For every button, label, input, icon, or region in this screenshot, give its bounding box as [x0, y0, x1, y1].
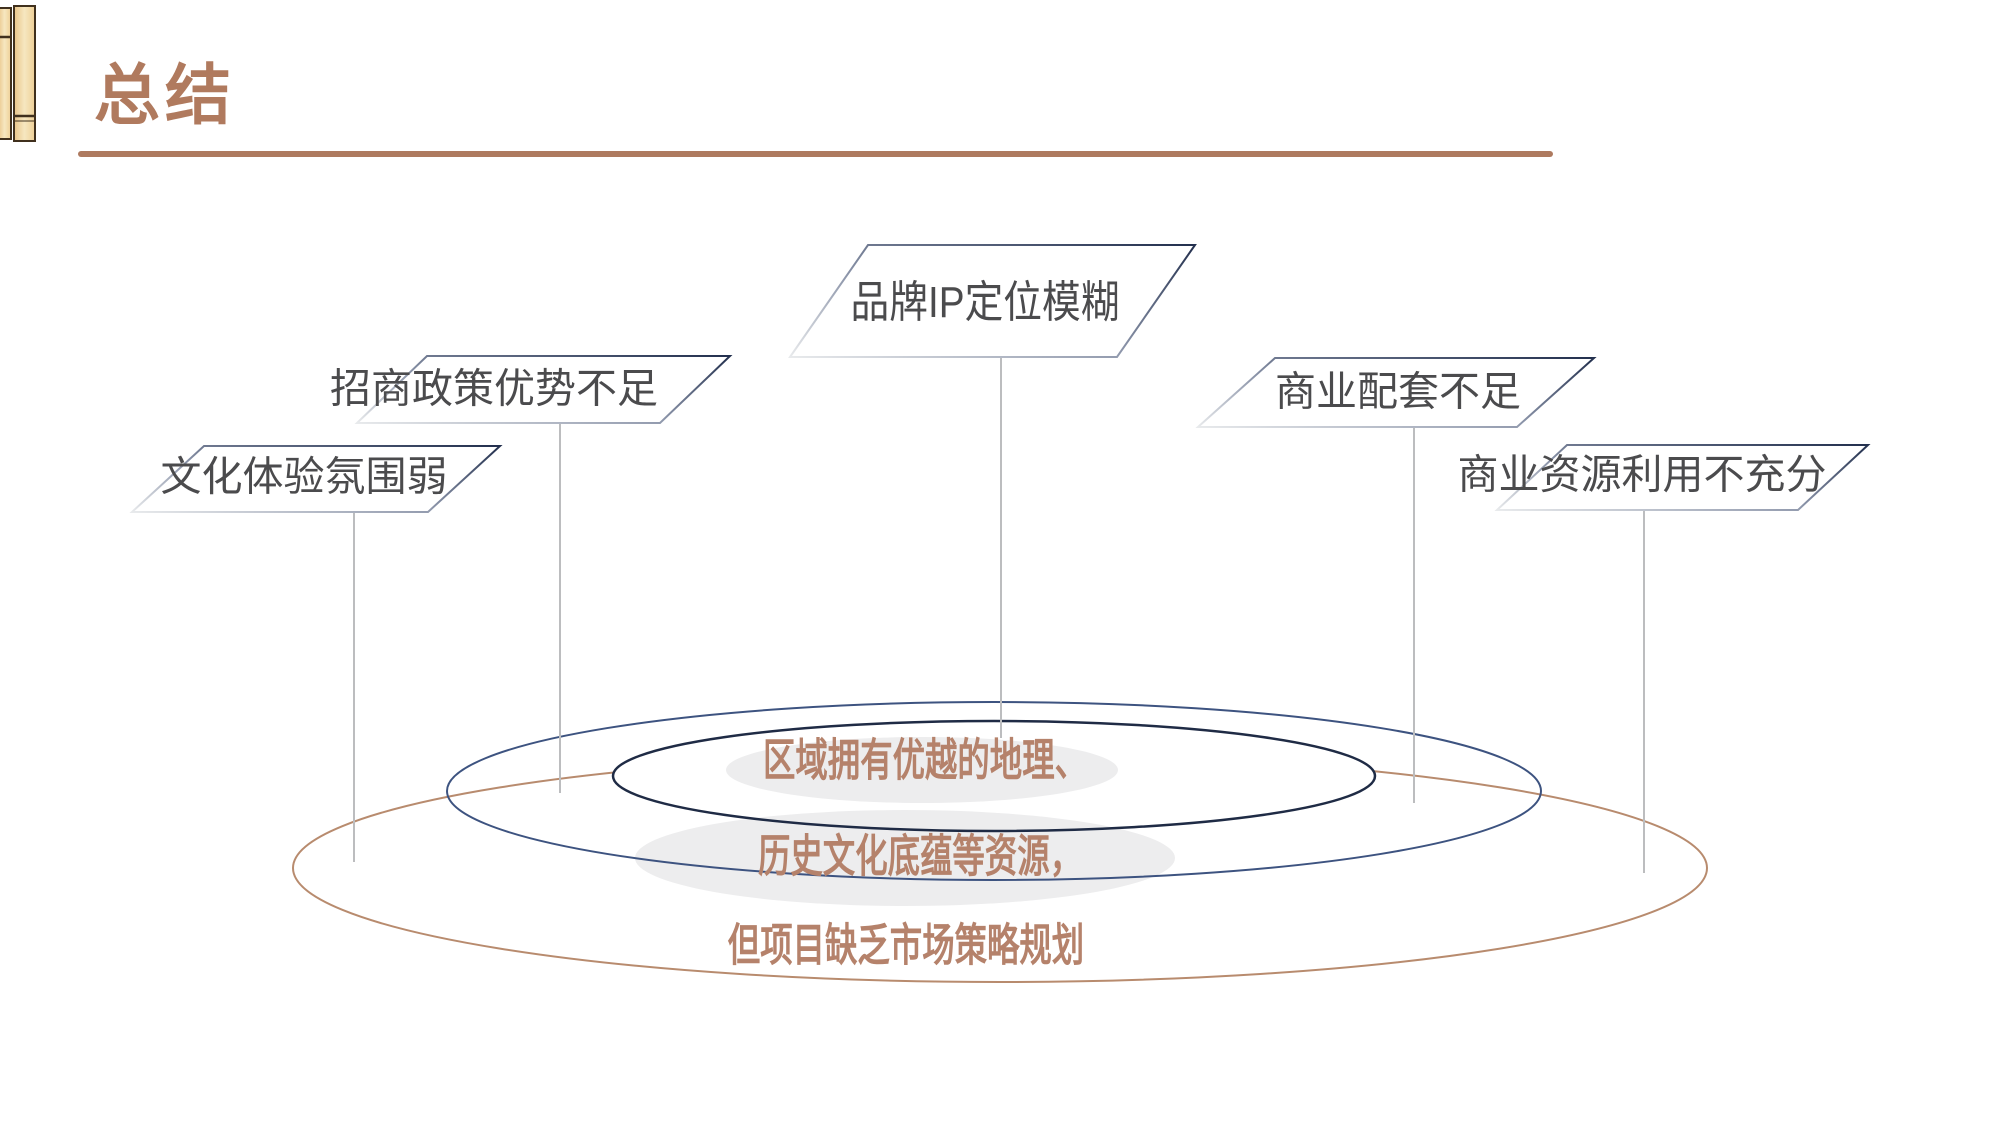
parallelogram-commercial-support — [1195, 357, 1597, 428]
bamboo-slip-icon — [0, 5, 36, 142]
venn-ellipse-inner — [611, 719, 1377, 833]
parallelogram-investment — [354, 355, 733, 424]
issue-label-culture-experience: 文化体验氛围弱 — [160, 453, 448, 500]
text-backdrop-blob-1 — [726, 737, 1118, 803]
venn-ellipse-middle — [446, 701, 1542, 881]
page-title: 总结 — [94, 58, 236, 132]
parallelogram-resource — [1494, 444, 1871, 511]
text-backdrop-blob-2 — [635, 810, 1175, 906]
conclusion-line-3: 但项目缺乏市场策略规划 — [727, 919, 1085, 971]
conclusion-line-1: 区域拥有优越的地理、 — [762, 734, 1088, 786]
title-underline — [78, 151, 1553, 157]
issue-label-commercial-support: 商业配套不足 — [1275, 368, 1521, 415]
conclusion-line-2: 历史文化底蕴等资源， — [757, 830, 1083, 882]
issue-label-commercial-resource: 商业资源利用不充分 — [1457, 451, 1827, 498]
issue-label-brand-ip: 品牌IP定位模糊 — [850, 278, 1120, 327]
parallelogram-culture — [129, 445, 503, 513]
issue-label-investment-policy: 招商政策优势不足 — [330, 365, 658, 412]
parallelogram-brand — [788, 244, 1197, 358]
